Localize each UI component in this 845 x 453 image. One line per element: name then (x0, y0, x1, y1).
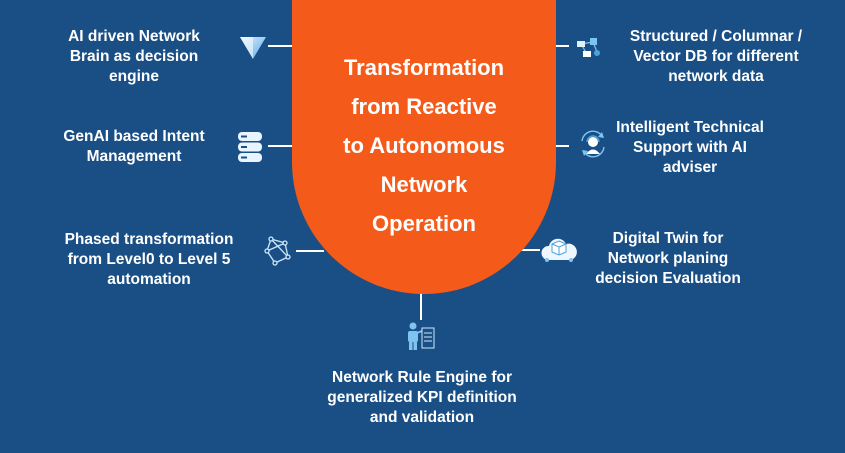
node-structured-db-label: Structured / Columnar / Vector DB for di… (629, 28, 803, 85)
central-title-line: Network (380, 172, 468, 197)
central-title-line: from Reactive (351, 94, 497, 119)
presenter-icon (405, 320, 437, 352)
central-title-line: Transformation (343, 55, 505, 80)
central-title-line: Operation (372, 211, 476, 236)
node-rule-engine-label: Network Rule Engine for generalized KPI … (327, 369, 517, 426)
node-genai-intent-label: GenAI based Intent Management (63, 128, 205, 165)
data-structure-icon (573, 36, 603, 60)
connector-genai-intent (268, 145, 294, 147)
support-agent-icon (576, 127, 610, 161)
node-digital-twin-label: Digital Twin for Network planing decisio… (595, 230, 741, 287)
database-icon (236, 130, 264, 164)
connector-rule-engine (420, 292, 422, 320)
central-title-line: to Autonomous (343, 133, 505, 158)
funnel-icon (238, 35, 268, 61)
central-pill (292, 0, 556, 294)
cloud-cube-icon (540, 234, 578, 264)
network-nodes-icon (263, 233, 293, 267)
central-title: Transformation from Reactive to Autonomo… (300, 48, 548, 243)
node-ai-brain-label: AI driven Network Brain as decision engi… (68, 28, 200, 85)
connector-digital-twin (512, 249, 540, 251)
connector-tech-support (547, 145, 569, 147)
connector-phased (296, 250, 324, 252)
node-tech-support-label: Intelligent Technical Support with AI ad… (616, 119, 764, 176)
connector-ai-brain (268, 45, 294, 47)
node-phased-label: Phased transformation from Level0 to Lev… (64, 231, 234, 288)
connector-structured-db (547, 45, 569, 47)
